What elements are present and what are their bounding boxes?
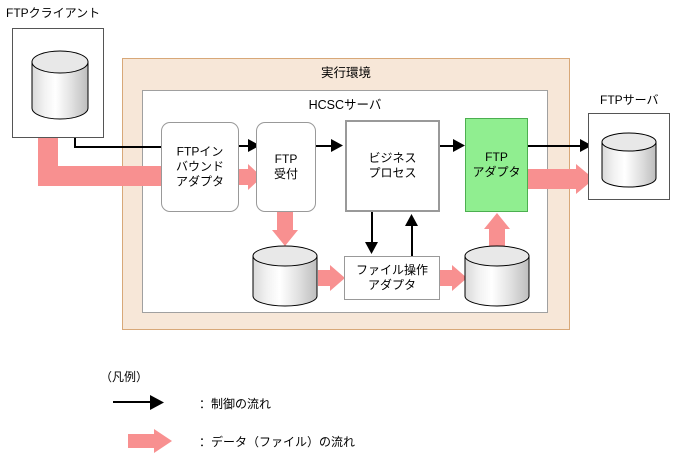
data-flow-reception-down (277, 212, 293, 232)
control-flow-process-to-adapter (440, 145, 461, 147)
ftp-server-storage-cylinder-icon (601, 132, 657, 188)
ftp-client-storage-cylinder-icon (31, 50, 89, 120)
control-flow-arrowhead-adapter (453, 139, 465, 152)
control-flow-fileop-up (411, 226, 413, 258)
ftp-inbound-adapter-box: FTPイン バウンド アダプタ (161, 122, 239, 212)
ftp-inbound-adapter-label: FTPイン バウンド アダプタ (175, 144, 224, 189)
legend-data-flow-bar (128, 434, 156, 448)
data-flow-arrowhead-to-outstore (452, 265, 467, 291)
data-flow-store-to-fileop (318, 270, 332, 286)
data-flow-arrowhead-to-reception (248, 164, 262, 190)
ftp-reception-box: FTP 受付 (256, 122, 316, 212)
inbound-storage-cylinder-icon (252, 245, 318, 307)
legend-control-flow-arrowhead (150, 395, 164, 410)
ftp-client-label: FTPクライアント (6, 6, 101, 20)
legend-data-flow-text: ：データ（ファイル）の流れ (199, 435, 356, 449)
data-flow-inbound-to-reception (238, 169, 250, 185)
control-flow-client-right (74, 146, 200, 148)
control-flow-inbound-to-reception (238, 145, 250, 147)
data-flow-arrowhead-to-server (576, 164, 594, 194)
execution-environment-title: 実行環境 (320, 66, 371, 80)
ftp-adapter-box: FTP アダプタ (465, 118, 528, 212)
file-operation-adapter-box: ファイル操作 アダプタ (344, 256, 440, 300)
hcsc-server-title: HCSCサーバ (308, 98, 382, 112)
control-flow-adapter-to-server (528, 145, 584, 147)
business-process-box: ビジネス プロセス (345, 120, 440, 212)
control-flow-arrowhead-fileop-down (365, 242, 378, 254)
control-flow-process-down (371, 212, 373, 244)
control-flow-arrowhead-server (580, 139, 592, 152)
business-process-label: ビジネス プロセス (368, 151, 417, 180)
legend-data-flow-arrowhead (154, 429, 172, 453)
control-flow-arrowhead-reception (248, 139, 260, 152)
control-flow-arrowhead-process-up (405, 214, 418, 226)
data-flow-adapter-to-server (528, 169, 578, 189)
outbound-storage-cylinder-icon (464, 245, 530, 307)
control-flow-arrowhead-process (331, 139, 343, 152)
data-flow-arrowhead-up-adapter (484, 213, 510, 229)
data-flow-arrowhead-down-store (272, 230, 298, 246)
legend-control-flow-text: ：制御の流れ (199, 397, 272, 411)
data-flow-arrowhead-to-fileop (330, 265, 345, 291)
control-flow-client-down (74, 138, 76, 148)
file-operation-adapter-label: ファイル操作 アダプタ (355, 263, 428, 292)
data-flow-fileop-to-outstore (440, 270, 454, 286)
data-flow-client-right (38, 166, 198, 186)
data-flow-outstore-up (489, 228, 505, 250)
control-flow-reception-to-process (315, 145, 333, 147)
legend-control-flow-line (113, 401, 153, 403)
ftp-reception-label: FTP 受付 (273, 152, 298, 181)
legend-title: （凡例） (100, 370, 149, 384)
ftp-server-label: FTPサーバ (600, 93, 659, 107)
ftp-adapter-label: FTP アダプタ (472, 150, 521, 179)
